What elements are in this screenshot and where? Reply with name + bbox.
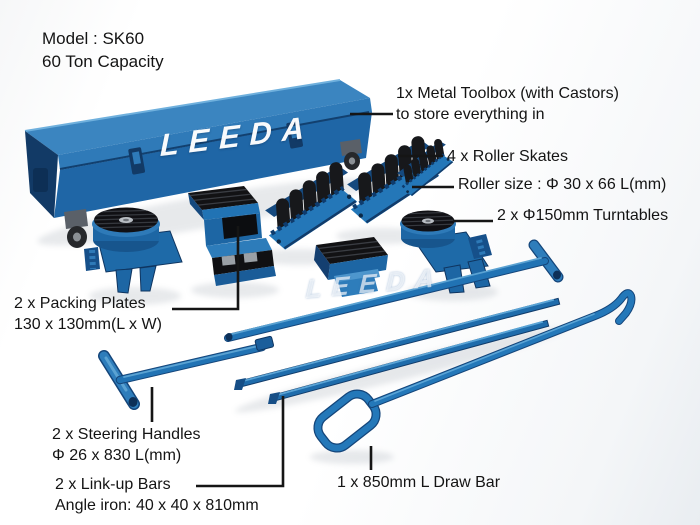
pad-skate-illustration [314, 237, 388, 297]
toolbox-illustration [24, 79, 372, 248]
callout-roller-size: Roller size : Φ 30 x 66 L(mm) [458, 174, 666, 195]
caster-wheel-icon [64, 139, 362, 248]
callout-linkup-bars-line1: 2 x Link-up Bars [55, 476, 171, 493]
packing-plates-illustration [188, 186, 276, 286]
model-label: Model : SK60 60 Ton Capacity [42, 27, 164, 73]
callout-roller-size-line1: Roller size : Φ 30 x 66 L(mm) [458, 176, 667, 193]
callout-packing-plates-line2: 130 x 130mm(L x W) [14, 316, 162, 333]
callout-linkup-bars-line2: Angle iron: 40 x 40 x 810mm [55, 497, 259, 514]
callout-toolbox-line2: to store everything in [396, 106, 545, 123]
callout-packing-plates-line1: 2 x Packing Plates [14, 295, 146, 312]
leader-line-linkup-bars [196, 396, 285, 488]
steering-handles-illustration [98, 239, 564, 410]
model-number: Model : SK60 [42, 29, 145, 48]
turntable-left-illustration [84, 207, 183, 294]
callout-steering-handles: 2 x Steering Handles Φ 26 x 830 L(mm) [52, 424, 201, 466]
callout-draw-bar-line1: 1 x 850mm L Draw Bar [337, 474, 501, 491]
callout-roller-skates: 4 x Roller Skates [447, 146, 568, 167]
callout-steering-handles-line2: Φ 26 x 830 L(mm) [52, 447, 182, 464]
callout-steering-handles-line1: 2 x Steering Handles [52, 426, 201, 443]
callout-roller-skates-line1: 4 x Roller Skates [447, 148, 568, 165]
leader-lines [150, 112, 493, 488]
callout-draw-bar: 1 x 850mm L Draw Bar [337, 472, 500, 493]
capacity-text: 60 Ton Capacity [42, 52, 164, 71]
callout-toolbox: 1x Metal Toolbox (with Castors) to store… [396, 83, 619, 125]
draw-bar-illustration [313, 289, 636, 453]
callout-linkup-bars: 2 x Link-up Bars Angle iron: 40 x 40 x 8… [55, 474, 259, 516]
callout-packing-plates: 2 x Packing Plates 130 x 130mm(L x W) [14, 293, 162, 335]
callout-turntables-line1: 2 x Φ150mm Turntables [497, 207, 669, 224]
callout-toolbox-line1: 1x Metal Toolbox (with Castors) [396, 85, 619, 102]
leader-line-packing-plates [172, 226, 240, 311]
linkup-bars-illustration [234, 297, 561, 404]
callout-turntables: 2 x Φ150mm Turntables [497, 205, 668, 226]
